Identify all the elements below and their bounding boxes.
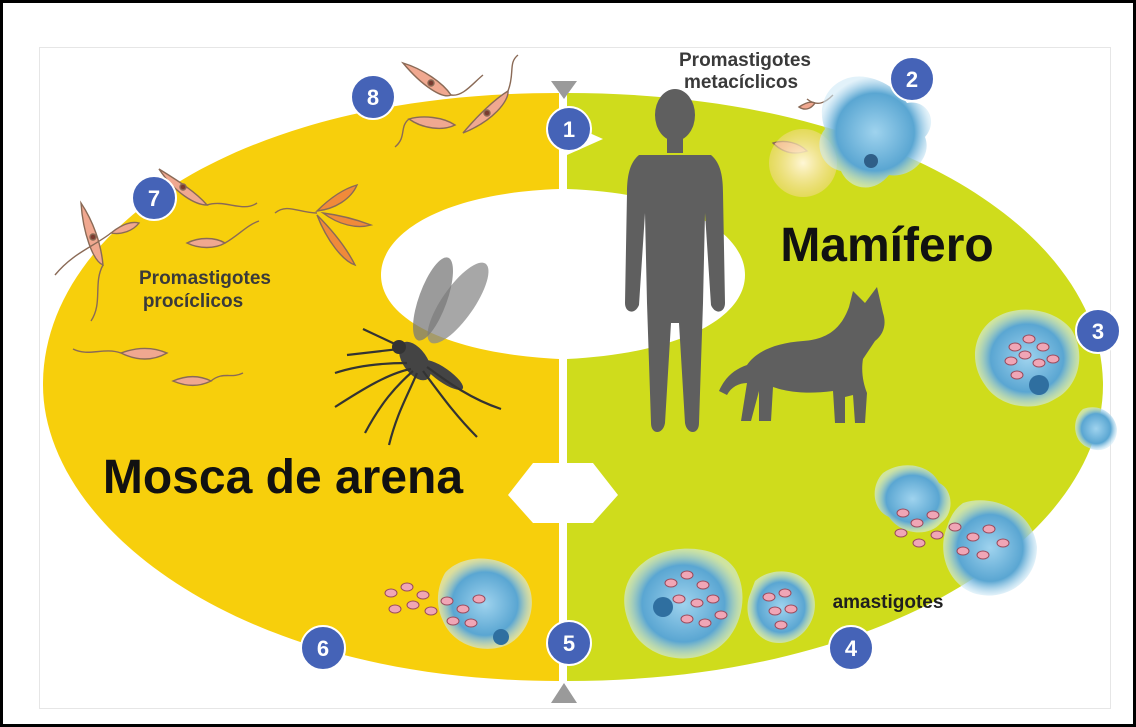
step-badge-6: 6 — [301, 626, 345, 670]
step-badge-3: 3 — [1076, 309, 1120, 353]
step-number-1: 1 — [563, 117, 575, 142]
step-badge-8: 8 — [351, 75, 395, 119]
metacyclic-label-line1: Promastigotes — [679, 50, 811, 71]
procyclic-label-line2: procíclicos — [143, 291, 243, 312]
promastigote-icon — [403, 63, 483, 96]
step-number-7: 7 — [148, 186, 160, 211]
procyclic-label-line1: Promastigotes — [139, 268, 271, 289]
step-number-2: 2 — [906, 67, 918, 92]
step-number-6: 6 — [317, 636, 329, 661]
amastigotes-label: amastigotes — [833, 592, 944, 613]
life-cycle-diagram: Promastigotes procíclicos Promastigotes … — [3, 3, 1133, 724]
step-badge-1: 1 — [547, 107, 591, 151]
mammal-title: Mamífero — [780, 219, 993, 272]
step-number-4: 4 — [845, 636, 858, 661]
step-badge-4: 4 — [829, 626, 873, 670]
step-badge-2: 2 — [890, 57, 934, 101]
step-number-5: 5 — [563, 631, 575, 656]
triangle-marker-icon — [551, 683, 577, 703]
step-badge-7: 7 — [132, 176, 176, 220]
step-number-8: 8 — [367, 85, 379, 110]
step-badge-5: 5 — [547, 621, 591, 665]
infected-macrophage-icon — [624, 549, 742, 659]
metacyclic-label-line2: metacíclicos — [684, 72, 798, 93]
sandfly-title: Mosca de arena — [103, 451, 463, 504]
step-number-3: 3 — [1092, 319, 1104, 344]
